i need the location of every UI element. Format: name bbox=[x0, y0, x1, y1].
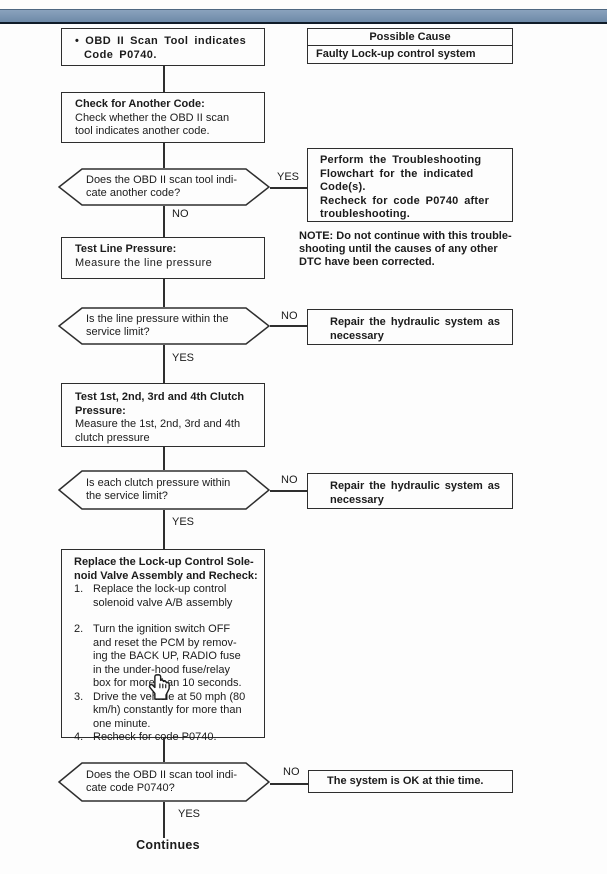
connector-v5 bbox=[163, 345, 165, 383]
hexagon-shape bbox=[58, 307, 270, 345]
connector-v3 bbox=[163, 206, 165, 237]
test-line-pressure-title: Test Line Pressure: bbox=[75, 243, 177, 255]
possible-cause-row: Faulty Lock-up control system bbox=[316, 48, 476, 60]
hexagon-shape bbox=[58, 168, 270, 206]
label-yes-2: YES bbox=[172, 352, 195, 364]
list-item: 3. Drive the vehicle at 50 mph (80 km/h)… bbox=[74, 691, 258, 732]
decision-p0740: Does the OBD II scan tool indi- cate cod… bbox=[58, 762, 270, 802]
connector-v7 bbox=[163, 510, 165, 549]
list-item-number: 4. bbox=[74, 731, 84, 743]
list-item-text: Replace the lock-up control solenoid val… bbox=[93, 583, 233, 609]
decision-another-code-question: Does the OBD II scan tool indi- cate ano… bbox=[86, 173, 238, 200]
perform-flowchart-node: Perform the Troubleshooting Flowchart fo… bbox=[307, 148, 513, 222]
page-top-bar bbox=[0, 9, 607, 24]
list-item-number: 2. bbox=[74, 623, 84, 635]
continues-label: Continues bbox=[136, 838, 200, 852]
start-node: • OBD II Scan Tool indicates Code P0740. bbox=[61, 28, 265, 66]
list-item: 4. Recheck for code P0740. bbox=[74, 731, 258, 745]
test-line-pressure-body: Measure the line pressure bbox=[75, 256, 213, 269]
repair-hydraulic-node-1: Repair the hydraulic system as necessary bbox=[307, 309, 513, 345]
connector-v9 bbox=[163, 802, 165, 838]
test-clutch-pressure-body: Measure the 1st, 2nd, 3rd and 4th clutch… bbox=[75, 418, 241, 444]
decision-another-code: Does the OBD II scan tool indi- cate ano… bbox=[58, 168, 270, 206]
replace-solenoid-title: Replace the Lock-up Control Sole- noid V… bbox=[74, 556, 258, 582]
decision-clutch-pressure: Is each clutch pressure within the servi… bbox=[58, 470, 270, 510]
possible-cause-header: Possible Cause bbox=[308, 29, 512, 46]
check-another-code-body: Check whether the OBD II scan tool indic… bbox=[75, 111, 230, 138]
list-item-text: Turn the ignition switch OFF and reset t… bbox=[93, 623, 242, 689]
label-no-2: NO bbox=[281, 310, 298, 322]
list-item-text: Drive the vehicle at 50 mph (80 km/h) co… bbox=[93, 690, 246, 730]
label-no-4: NO bbox=[283, 766, 300, 778]
connector-h3 bbox=[270, 490, 307, 492]
replace-solenoid-node: Replace the Lock-up Control Sole- noid V… bbox=[61, 549, 265, 743]
connector-v1 bbox=[163, 66, 165, 92]
decision-clutch-pressure-question: Is each clutch pressure within the servi… bbox=[86, 476, 231, 503]
connector-v6 bbox=[163, 447, 165, 470]
connector-h4 bbox=[270, 783, 308, 785]
list-item: 2. Turn the ignition switch OFF and rese… bbox=[74, 623, 258, 691]
label-no-1: NO bbox=[172, 208, 189, 220]
note-text: NOTE: Do not continue with this trouble-… bbox=[299, 230, 512, 268]
hand-cursor-icon bbox=[148, 674, 170, 700]
connector-v8 bbox=[163, 738, 165, 762]
connector-v4 bbox=[163, 279, 165, 307]
test-line-pressure-node: Test Line Pressure: Measure the line pre… bbox=[61, 237, 265, 279]
decision-p0740-question: Does the OBD II scan tool indi- cate cod… bbox=[86, 768, 238, 795]
check-another-code-node: Check for Another Code: Check whether th… bbox=[61, 92, 265, 143]
connector-v2 bbox=[163, 143, 165, 168]
connector-h2 bbox=[270, 325, 307, 327]
test-clutch-pressure-title: Test 1st, 2nd, 3rd and 4th Clutch Pressu… bbox=[75, 391, 245, 417]
system-ok-node: The system is OK at thie time. bbox=[308, 770, 513, 793]
hexagon-shape bbox=[58, 470, 270, 510]
decision-line-pressure: Is the line pressure within the service … bbox=[58, 307, 270, 345]
connector-h1 bbox=[270, 187, 307, 189]
test-clutch-pressure-node: Test 1st, 2nd, 3rd and 4th Clutch Pressu… bbox=[61, 383, 265, 447]
repair-hydraulic-node-2: Repair the hydraulic system as necessary bbox=[307, 473, 513, 509]
list-item-number: 3. bbox=[74, 690, 84, 703]
decision-line-pressure-question: Is the line pressure within the service … bbox=[86, 312, 229, 339]
list-item-text: Recheck for code P0740. bbox=[93, 731, 217, 743]
label-yes-1: YES bbox=[277, 171, 300, 183]
label-yes-3: YES bbox=[172, 516, 195, 528]
label-yes-4: YES bbox=[178, 808, 201, 820]
label-no-3: NO bbox=[281, 474, 298, 486]
check-another-code-title: Check for Another Code: bbox=[75, 98, 205, 110]
list-item: 1. Replace the lock-up control solenoid … bbox=[74, 583, 258, 610]
list-item-number: 1. bbox=[74, 583, 84, 595]
possible-cause-table: Possible Cause Faulty Lock-up control sy… bbox=[307, 28, 513, 64]
hexagon-shape bbox=[58, 762, 270, 802]
